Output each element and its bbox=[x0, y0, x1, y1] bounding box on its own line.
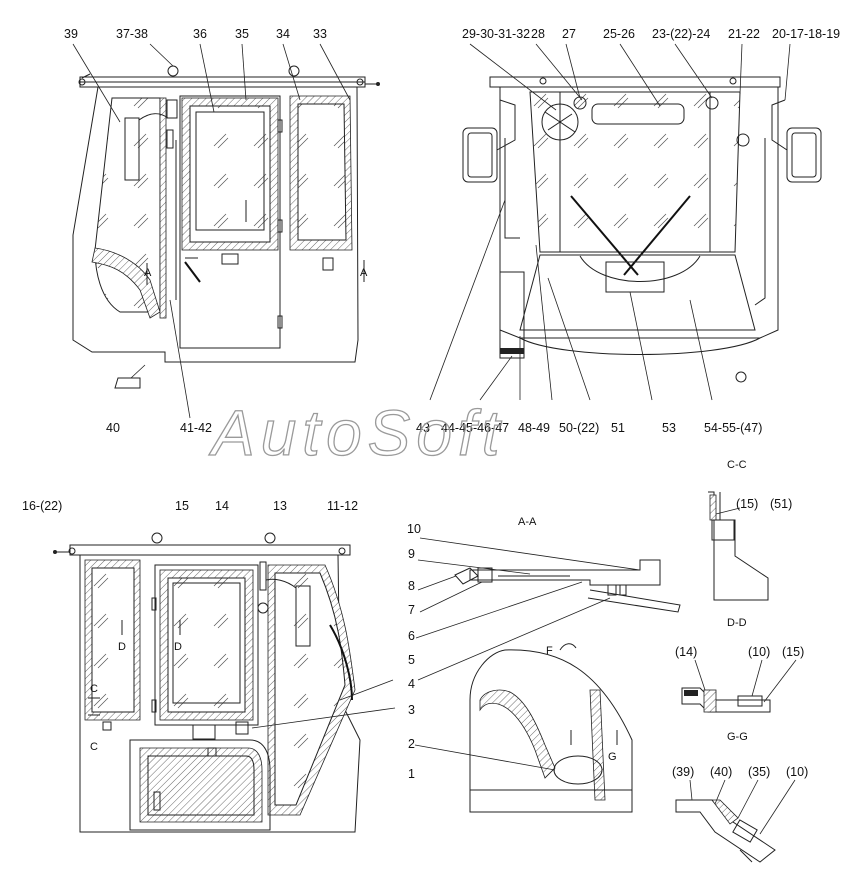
callout-8: 8 bbox=[408, 579, 415, 593]
callout-39: 39 bbox=[64, 27, 78, 41]
callout-28: 28 bbox=[531, 27, 545, 41]
callout-6: 6 bbox=[408, 629, 415, 643]
section-a-right: A bbox=[360, 267, 368, 279]
callout-14: 14 bbox=[215, 499, 229, 513]
callout-51: 51 bbox=[611, 421, 625, 435]
section-aa-label: A-A bbox=[518, 516, 537, 528]
ref-10-gg: (10) bbox=[748, 645, 770, 659]
callout-20-17-18-19: 20-17-18-19 bbox=[772, 27, 840, 41]
ref-10-corner: (10) bbox=[786, 765, 808, 779]
callout-33: 33 bbox=[313, 27, 327, 41]
detail-g-g bbox=[681, 659, 797, 713]
ref-14-gg: (14) bbox=[675, 645, 697, 659]
callout-7: 7 bbox=[408, 603, 415, 617]
callout-11-12: 11-12 bbox=[327, 499, 358, 513]
watermark-text: AutoSoft bbox=[208, 397, 506, 469]
callout-25-26: 25-26 bbox=[603, 27, 635, 41]
ref-35-corner: (35) bbox=[748, 765, 770, 779]
callout-43: 43 bbox=[416, 421, 430, 435]
callout-36: 36 bbox=[193, 27, 207, 41]
section-labels: A A A-A C-C D-D G-G F D D C C G bbox=[90, 267, 748, 763]
callout-2: 2 bbox=[408, 737, 415, 751]
callout-34: 34 bbox=[276, 27, 290, 41]
callout-1: 1 bbox=[408, 767, 415, 781]
callout-15: 15 bbox=[175, 499, 189, 513]
callout-16-22: 16-(22) bbox=[22, 499, 62, 513]
ref-51-cc: (51) bbox=[770, 497, 792, 511]
callouts: 39 37-38 36 35 34 33 29-30-31-32 28 27 2… bbox=[22, 27, 840, 781]
callout-53: 53 bbox=[662, 421, 676, 435]
callout-5: 5 bbox=[408, 653, 415, 667]
rear-view bbox=[429, 76, 822, 401]
section-dd-label: D-D bbox=[727, 617, 747, 629]
side-view-right bbox=[53, 532, 396, 833]
callout-10: 10 bbox=[407, 522, 421, 536]
section-gg-label: G-G bbox=[727, 731, 748, 743]
callout-27: 27 bbox=[562, 27, 576, 41]
top-leaders bbox=[72, 43, 791, 419]
section-f-label: F bbox=[546, 645, 553, 657]
section-c-bottom: C bbox=[90, 741, 98, 753]
section-a-left: A bbox=[144, 267, 152, 279]
callout-54-55-47: 54-55-(47) bbox=[704, 421, 762, 435]
callout-37-38: 37-38 bbox=[116, 27, 148, 41]
ref-39-corner: (39) bbox=[672, 765, 694, 779]
callout-29-30-31-32: 29-30-31-32 bbox=[462, 27, 530, 41]
side-view-left bbox=[72, 65, 380, 389]
callout-35: 35 bbox=[235, 27, 249, 41]
section-g-left: G bbox=[608, 751, 617, 763]
callout-41-42: 41-42 bbox=[180, 421, 212, 435]
callout-23-22-24: 23-(22)-24 bbox=[652, 27, 710, 41]
ref-15-cc: (15) bbox=[736, 497, 758, 511]
detail-corner bbox=[675, 779, 796, 863]
callout-4: 4 bbox=[408, 677, 415, 691]
section-d-right: D bbox=[174, 641, 182, 653]
callout-13: 13 bbox=[273, 499, 287, 513]
callout-21-22: 21-22 bbox=[728, 27, 760, 41]
detail-c-c bbox=[708, 491, 769, 601]
callout-50-22: 50-(22) bbox=[559, 421, 599, 435]
detail-f bbox=[414, 643, 633, 813]
callout-9: 9 bbox=[408, 547, 415, 561]
callout-40: 40 bbox=[106, 421, 120, 435]
callout-48-49: 48-49 bbox=[518, 421, 550, 435]
section-cc-label: C-C bbox=[727, 459, 747, 471]
detail-a-a bbox=[415, 537, 681, 681]
ref-15-gg: (15) bbox=[782, 645, 804, 659]
callout-44-45-46-47: 44-45-46-47 bbox=[441, 421, 509, 435]
section-d-left: D bbox=[118, 641, 126, 653]
detail-refs: (15) (51) (14) (10) (15) (39) (40) (35) … bbox=[672, 497, 808, 779]
section-c-top: C bbox=[90, 683, 98, 695]
ref-40-corner: (40) bbox=[710, 765, 732, 779]
callout-3: 3 bbox=[408, 703, 415, 717]
